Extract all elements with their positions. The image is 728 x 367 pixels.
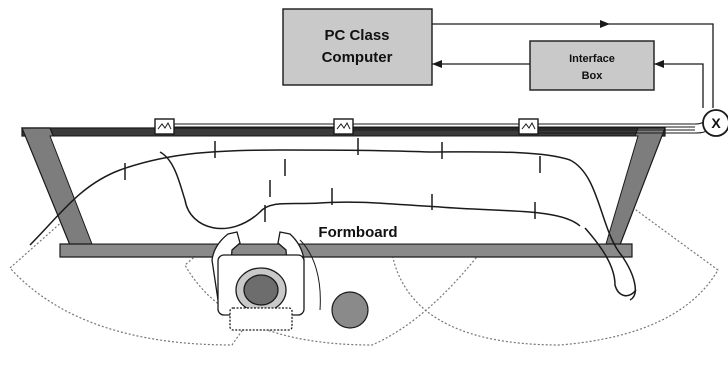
interface-label-line1: Interface — [569, 53, 615, 65]
harness-main-trunk — [29, 149, 637, 301]
round-object — [331, 291, 369, 329]
system-connections — [432, 20, 714, 108]
camera-1 — [154, 118, 175, 135]
computer-label-line1: PC Class — [324, 27, 389, 44]
formboard-label: Formboard — [318, 224, 397, 241]
harness-branch-lower — [159, 151, 581, 230]
camera-3-field — [389, 130, 719, 346]
formboard-frame — [21, 127, 666, 258]
interface-box: Interface Box — [529, 40, 655, 91]
formboard-bottom-rail — [59, 243, 633, 258]
junction-label: X — [711, 115, 721, 131]
pc-class-computer-box: PC Class Computer — [282, 8, 433, 86]
harness-branch-tail — [584, 227, 637, 297]
camera-2-field — [184, 130, 491, 346]
operator-figure — [211, 231, 321, 331]
wiring-harness — [29, 138, 637, 301]
formboard-surface — [49, 135, 639, 245]
cameras — [154, 118, 539, 135]
computer-label-line2: Computer — [322, 49, 393, 66]
computer-to-junction-line — [432, 23, 714, 108]
junction-to-interface-line — [654, 63, 704, 108]
camera-2 — [333, 118, 354, 135]
junction-node: X — [702, 109, 728, 137]
operator-chair — [229, 307, 293, 331]
camera-3 — [518, 118, 539, 135]
interface-label-line2: Box — [582, 70, 604, 82]
